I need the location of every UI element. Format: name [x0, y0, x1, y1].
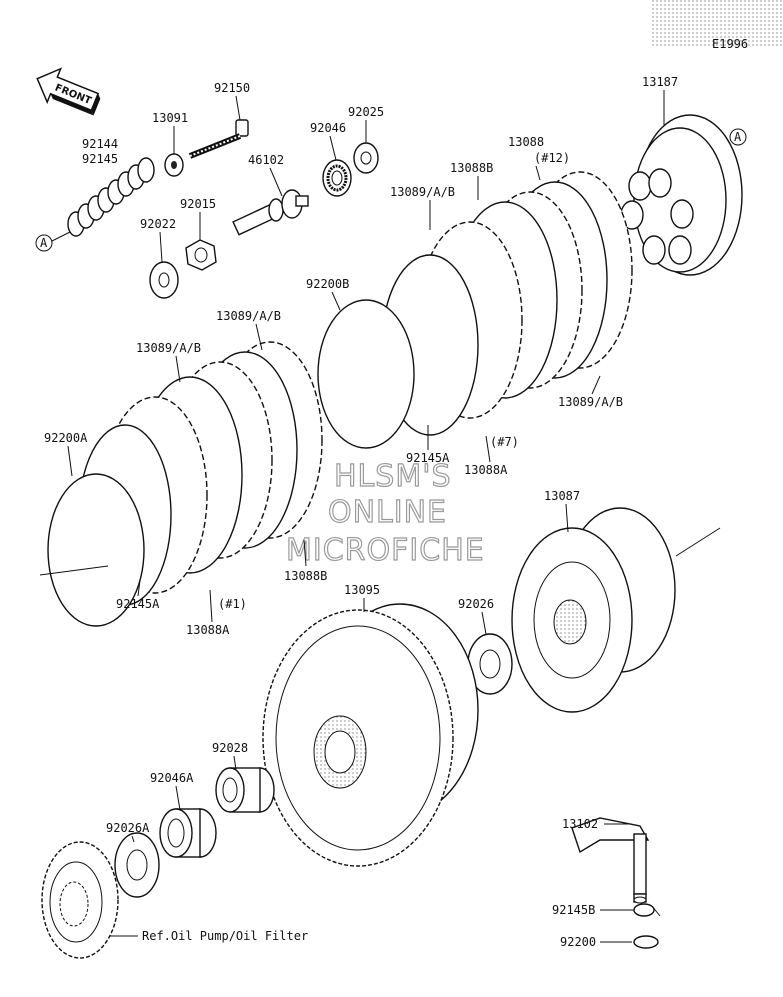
callout-a-left	[35, 234, 53, 252]
label-13187: 13187	[642, 75, 678, 89]
svg-text:A: A	[734, 130, 742, 144]
label-92015: 92015	[180, 197, 216, 211]
label-13091: 13091	[152, 111, 188, 125]
wire-ring-92200b	[317, 299, 415, 449]
label-92025: 92025	[348, 105, 384, 119]
callout-a-right	[729, 128, 747, 146]
washer-92026	[467, 633, 513, 695]
label-13089-right: 13089/A/B	[558, 395, 623, 409]
washer-92026a	[114, 832, 160, 898]
label-13089-mid: 13089/A/B	[216, 309, 281, 323]
washer-92200	[633, 935, 659, 949]
label-note-7: (#7)	[490, 435, 519, 449]
label-13088a-left: 13088A	[186, 623, 230, 637]
label-92046: 92046	[310, 121, 346, 135]
corner-code: E1996	[712, 37, 748, 51]
corner-shade	[652, 0, 783, 46]
label-92145: 92145	[82, 152, 118, 166]
label-13095: 13095	[344, 583, 380, 597]
label-note-1: (#1)	[218, 597, 247, 611]
svg-text:A: A	[40, 236, 48, 250]
label-46102: 46102	[248, 153, 284, 167]
label-92026a: 92026A	[106, 821, 150, 835]
collar-92028	[215, 767, 275, 813]
label-92144: 92144	[82, 137, 118, 151]
reference-note: Ref.Oil Pump/Oil Filter	[142, 929, 308, 943]
label-13088a-mid: 13088A	[464, 463, 508, 477]
release-shaft-13102	[571, 817, 650, 904]
label-92046a: 92046A	[150, 771, 194, 785]
label-92028: 92028	[212, 741, 248, 755]
label-92150: 92150	[214, 81, 250, 95]
label-92200b: 92200B	[306, 277, 349, 291]
label-13088b-top: 13088B	[450, 161, 493, 175]
spring-retainer-13091	[164, 153, 184, 177]
friction-plates-upper	[381, 171, 633, 436]
clutch-hub-13087	[511, 507, 676, 713]
needle-bearing-92046	[322, 159, 352, 197]
label-13089-left: 13089/A/B	[136, 341, 201, 355]
oil-pump-gear	[41, 841, 119, 959]
svg-text:HLSM'S: HLSM'S	[334, 459, 452, 494]
pressure-plate-13187	[620, 114, 743, 276]
washer-92022	[149, 261, 179, 299]
label-92200a: 92200A	[44, 431, 88, 445]
spring-92145b	[633, 903, 661, 917]
clutch-spring	[67, 157, 155, 237]
front-arrow-icon: FRONT	[36, 67, 101, 116]
svg-text:MICROFICHE: MICROFICHE	[286, 533, 485, 568]
push-rod-46102	[232, 189, 309, 236]
svg-text:ONLINE: ONLINE	[328, 495, 447, 530]
label-13089-top: 13089/A/B	[390, 185, 455, 199]
label-13087: 13087	[544, 489, 580, 503]
bolt-92150	[188, 119, 249, 159]
label-92145a-mid: 92145A	[406, 451, 450, 465]
part-labels: 92150 13091 92144 92145 46102 92046 9202…	[44, 75, 678, 949]
nut-92015	[185, 239, 217, 271]
label-92145a-left: 92145A	[116, 597, 160, 611]
label-13102: 13102	[562, 817, 598, 831]
needle-bearing-92046a	[159, 808, 217, 858]
clutch-housing-13095	[262, 603, 479, 867]
label-13088b-bot: 13088B	[284, 569, 327, 583]
label-92145b: 92145B	[552, 903, 595, 917]
label-note-12: (#12)	[534, 151, 570, 165]
label-92022: 92022	[140, 217, 176, 231]
label-13088: 13088	[508, 135, 544, 149]
label-92200: 92200	[560, 935, 596, 949]
watermark: HLSM'S ONLINE MICROFICHE	[285, 458, 485, 568]
wire-ring-92200a	[47, 473, 145, 627]
washer-92025	[353, 142, 379, 174]
label-92026: 92026	[458, 597, 494, 611]
